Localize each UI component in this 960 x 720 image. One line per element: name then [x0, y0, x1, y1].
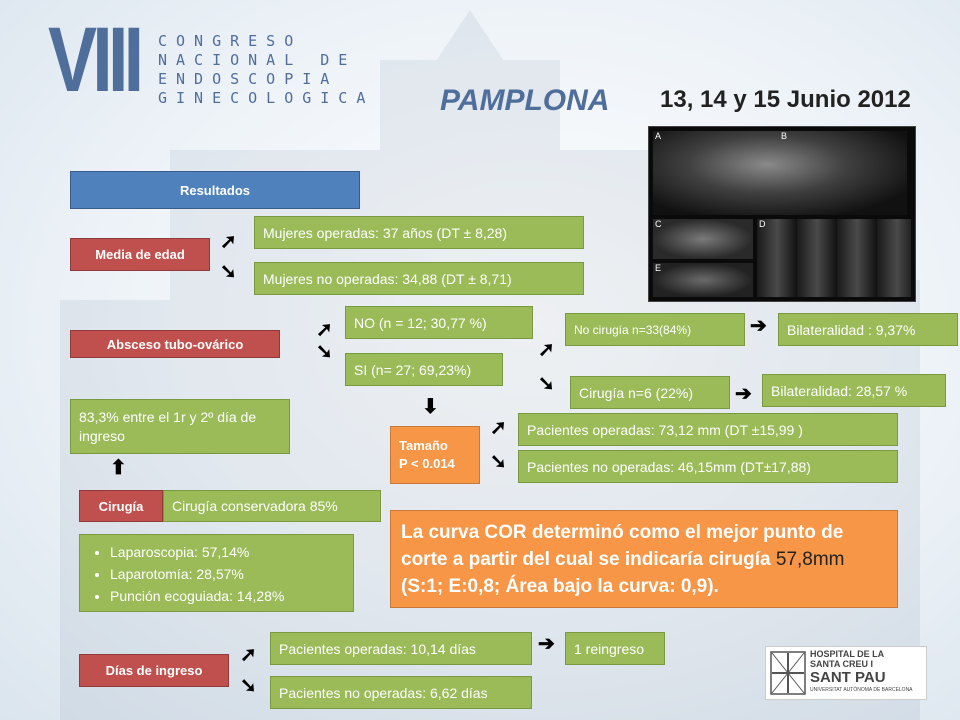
logo-line-4: UNIVERSITAT AUTÒNOMA DE BARCELONA [810, 687, 913, 693]
arrow-down-right-icon: ➘ [316, 341, 333, 363]
cirugia-conservadora-box: Cirugía conservadora 85% [163, 490, 381, 522]
ultrasound-panel-e [653, 263, 753, 297]
tecnica-puncion: Punción ecoguiada: 14,28% [110, 585, 284, 607]
logo-line-2: SANTA CREU I [810, 659, 873, 669]
cor-text-part2: (S:1; E:0,8; Área bajo la curva: 0,9). [401, 575, 719, 597]
cirugia-n-box: Cirugía n=6 (22%) [570, 376, 730, 409]
arrow-up-right-icon: ➚ [220, 231, 237, 253]
resultados-box: Resultados [70, 171, 360, 209]
tecnicas-list: Laparoscopia: 57,14% Laparotomía: 28,57%… [88, 541, 284, 607]
edad-operadas-box: Mujeres operadas: 37 años (DT ± 8,28) [254, 216, 584, 249]
tamano-label: Tamaño [399, 438, 448, 453]
absceso-no-box: NO (n = 12; 30,77 %) [345, 306, 533, 339]
no-cirugia-box: No cirugía n=33(84%) [565, 313, 745, 346]
bilateralidad-2-box: Bilateralidad: 28,57 % [762, 374, 946, 407]
logo-line-3: SANT PAU [810, 669, 886, 686]
ultrasound-label-a: A [655, 131, 662, 141]
ultrasound-panel-a [653, 131, 907, 215]
arrow-down-right-icon: ➘ [538, 373, 555, 395]
ultrasound-label-c: C [655, 219, 662, 229]
arrow-down-right-icon: ➘ [220, 261, 237, 283]
arrow-down-icon: ⬇ [422, 396, 439, 418]
hospital-logo-text: HOSPITAL DE LA SANTA CREU I SANT PAU UNI… [810, 649, 913, 694]
congress-line-2: NACIONAL DE [158, 51, 357, 69]
congress-line-3: ENDOSCOPIA [158, 70, 339, 88]
tecnica-laparotomia: Laparotomía: 28,57% [110, 563, 284, 585]
media-edad-box: Media de edad [70, 238, 210, 271]
dias-operadas-box: Pacientes operadas: 10,14 días [270, 632, 532, 665]
ultrasound-label-b: B [781, 131, 788, 141]
arrow-down-right-icon: ➘ [490, 451, 507, 473]
congress-line-1: CONGRESO [158, 32, 303, 50]
arrow-right-icon: ➔ [735, 383, 752, 405]
city-title: PAMPLONA [440, 84, 610, 117]
hospital-emblem-icon [770, 651, 806, 695]
edad-no-operadas-box: Mujeres no operadas: 34,88 (DT ± 8,71) [254, 262, 584, 295]
bilateralidad-1-box: Bilateralidad : 9,37% [778, 313, 958, 346]
arrow-up-icon: ⬆ [110, 457, 127, 479]
cirugia-box: Cirugía [79, 490, 163, 522]
dias-no-operadas-box: Pacientes no operadas: 6,62 días [270, 676, 532, 709]
arrow-up-right-icon: ➚ [490, 417, 507, 439]
congress-numeral: VIII [48, 9, 144, 111]
hospital-logo: HOSPITAL DE LA SANTA CREU I SANT PAU UNI… [765, 646, 927, 700]
ultrasound-panel-c [653, 219, 753, 259]
ultrasound-label-e: E [655, 263, 662, 273]
cor-text-part1: La curva COR determinó como el mejor pun… [401, 521, 844, 570]
arrow-up-right-icon: ➚ [316, 319, 333, 341]
congress-line-4: GINECOLOGICA [158, 89, 375, 107]
tecnicas-list-box: Laparoscopia: 57,14% Laparotomía: 28,57%… [79, 534, 354, 612]
tecnica-laparoscopia: Laparoscopia: 57,14% [110, 541, 284, 563]
arrow-up-right-icon: ➚ [240, 644, 257, 666]
cor-conclusion-text: La curva COR determinó como el mejor pun… [401, 519, 887, 600]
cor-conclusion-box: La curva COR determinó como el mejor pun… [390, 510, 898, 608]
tamano-box: Tamaño P < 0.014 [390, 426, 480, 484]
arrow-right-icon: ➔ [750, 315, 767, 337]
tamano-p-value: P < 0.014 [399, 456, 455, 471]
tamano-operadas-box: Pacientes operadas: 73,12 mm (DT ±15,99 … [518, 413, 898, 446]
arrow-up-right-icon: ➚ [538, 339, 555, 361]
ultrasound-label-d: D [759, 219, 766, 229]
ultrasound-image: A B C D E [648, 126, 916, 302]
absceso-si-box: SI (n= 27; 69,23%) [345, 353, 503, 386]
absceso-box: Absceso tubo-ovárico [70, 330, 280, 358]
reingreso-box: 1 reingreso [565, 632, 665, 665]
cor-value: 57,8mm [775, 548, 845, 570]
ultrasound-panel-d [757, 219, 911, 297]
tamano-no-operadas-box: Pacientes no operadas: 46,15mm (DT±17,88… [518, 450, 898, 483]
arrow-down-right-icon: ➘ [240, 675, 257, 697]
arrow-right-icon: ➔ [538, 633, 555, 655]
ingreso-temprano-box: 83,3% entre el 1r y 2º día de ingreso [70, 399, 290, 454]
dias-ingreso-box: Días de ingreso [79, 654, 229, 687]
dates-title: 13, 14 y 15 Junio 2012 [660, 86, 911, 113]
congress-title: CONGRESO NACIONAL DE ENDOSCOPIA GINECOLO… [158, 32, 374, 108]
logo-line-1: HOSPITAL DE LA [810, 649, 885, 659]
